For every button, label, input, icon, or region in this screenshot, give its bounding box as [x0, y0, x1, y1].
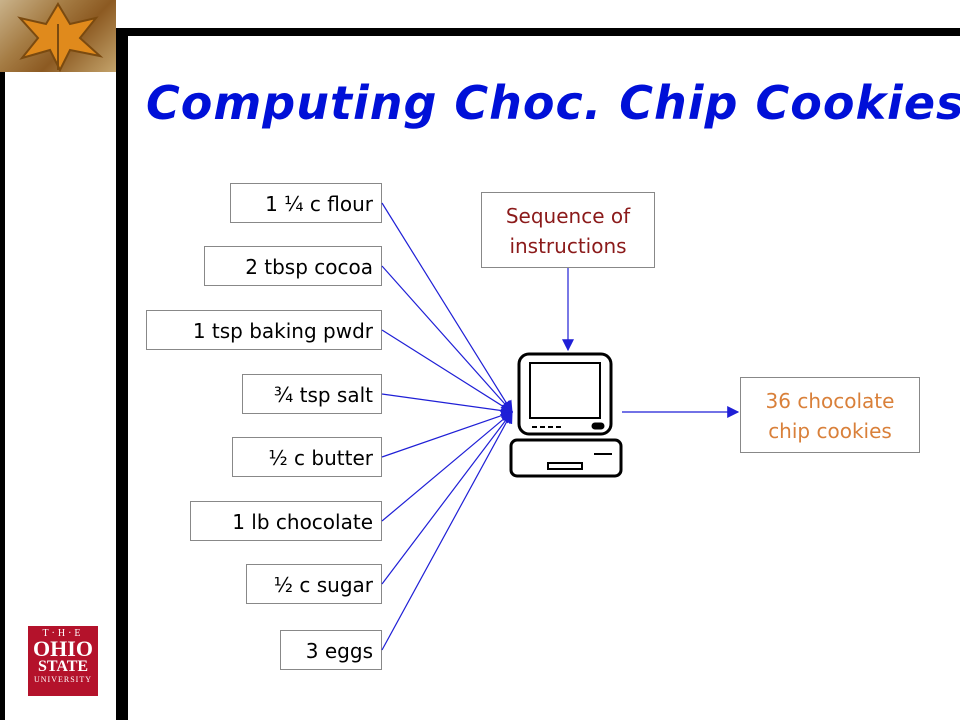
left-border: [0, 72, 5, 720]
ingredient-sugar: ½ c sugar: [246, 564, 382, 604]
ingredient-butter: ½ c butter: [232, 437, 382, 477]
page-title: Computing Choc. Chip Cookies: [146, 76, 960, 130]
sequence-of-instructions: Sequence of instructions: [481, 192, 655, 268]
ohio-state-logo: T·H·E OHIO STATE UNIVERSITY: [28, 626, 98, 696]
ingredient-cocoa: 2 tbsp cocoa: [204, 246, 382, 286]
leaf-icon: [17, 2, 104, 72]
logo-university: UNIVERSITY: [34, 675, 92, 684]
logo-state: STATE: [37, 658, 89, 675]
arrow-baking-powder: [381, 329, 514, 413]
logo-the: T·H·E: [42, 628, 84, 639]
ingredient-salt: ¾ tsp salt: [242, 374, 382, 414]
arrow-eggs: [381, 410, 513, 651]
input-arrows: [381, 202, 740, 651]
output-cookies: 36 chocolate chip cookies: [740, 377, 920, 453]
arrow-flour: [381, 202, 513, 414]
vertical-rule: [116, 30, 128, 720]
arrow-cocoa: [381, 265, 513, 413]
arrow-salt: [381, 393, 514, 417]
ingredient-eggs: 3 eggs: [280, 630, 382, 670]
ingredient-flour: 1 ¼ c flour: [230, 183, 382, 223]
arrow-sugar: [381, 411, 513, 585]
ingredient-chocolate: 1 lb chocolate: [190, 501, 382, 541]
arrow-butter: [381, 409, 514, 458]
computer-icon: [509, 352, 623, 478]
arrow-chocolate: [381, 411, 513, 522]
logo-ohio: OHIO: [33, 636, 93, 661]
ingredient-baking-powder: 1 tsp baking pwdr: [146, 310, 382, 350]
leaf-photo: [0, 0, 116, 72]
horizontal-rule: [116, 28, 960, 36]
